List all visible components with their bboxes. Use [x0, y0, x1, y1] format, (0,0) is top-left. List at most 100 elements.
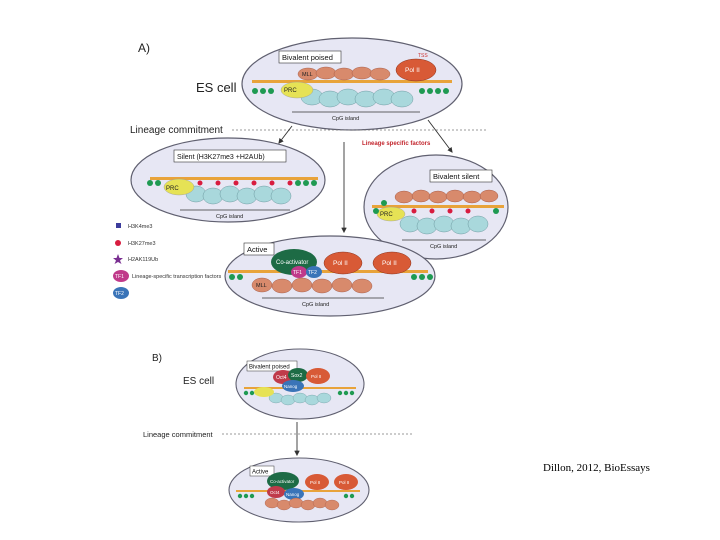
tf2-legend-swatch	[113, 287, 129, 299]
pol2-complex	[323, 251, 363, 275]
nucleosome-row	[300, 88, 414, 108]
tf1-protein	[291, 266, 307, 278]
panel-b-label: B)	[152, 353, 162, 364]
pol2-label-b-2: Pol II	[339, 480, 349, 485]
pol2-label: Pol II	[405, 67, 420, 74]
nanog-protein	[282, 380, 304, 392]
coactivator-label: Co-activator	[276, 260, 308, 266]
tf1-legend-text: TF1	[115, 274, 124, 280]
lineage-factors-label: Lineage specific factors	[362, 141, 431, 147]
coactivator-b	[267, 472, 299, 490]
coactivator-label-b: Co-activator	[270, 479, 295, 484]
state-label-bivalent-poised: Bivalent poised	[282, 53, 333, 62]
state-label-bivalent-poised-b: Bivalent poised	[249, 365, 290, 371]
h3k27-markers	[197, 180, 293, 186]
prc-complex	[280, 81, 314, 99]
h2a-legend-label: H2AK119Ub	[128, 257, 158, 263]
state-label-box	[278, 50, 342, 64]
tf2-legend-text: TF2	[115, 291, 124, 297]
prc-label: PRC	[380, 212, 393, 218]
tss-label: TSS	[418, 53, 428, 59]
tf2-label: TF2	[308, 270, 317, 276]
nucleosome-row	[185, 185, 292, 205]
es-cell-label-a: ES cell	[196, 80, 237, 95]
es-cell-label-b: ES cell	[183, 376, 214, 387]
state-label-box	[243, 242, 275, 256]
mll-row	[264, 497, 340, 511]
mll-row	[394, 189, 499, 204]
coactivator	[271, 249, 317, 275]
mll-label: MLL	[302, 72, 313, 78]
state-label-active: Active	[247, 245, 267, 254]
sox2-protein	[288, 368, 308, 382]
state-label-box	[429, 169, 493, 183]
oct4-protein-b	[267, 486, 285, 498]
prc-complex	[254, 387, 274, 397]
state-label-active-b: Active	[252, 470, 269, 476]
state-label-silent: Silent (H3K27me3 +H2AUb)	[177, 154, 265, 161]
dna-strand	[150, 177, 318, 180]
pol2-complex	[306, 368, 330, 384]
pol2-label-b: Pol II	[310, 480, 320, 485]
arrow-to-silent	[278, 125, 293, 144]
h3k27-markers	[411, 208, 471, 214]
oct4-protein	[273, 370, 293, 384]
pol2-complex	[395, 58, 437, 82]
h3k4-legend-label: H3K4me3	[128, 224, 152, 230]
active-cell-b: Active Co-activator Oct4 Nanog Pol II Po…	[228, 457, 370, 523]
state-label-bivalent-silent: Bivalent silent	[433, 172, 480, 181]
pol2-label: Pol II	[311, 374, 321, 379]
silent-cell: Silent (H3K27me3 +H2AUb) PRC CpG island	[130, 137, 326, 223]
tf1-label: TF1	[293, 270, 302, 276]
mll-label: MLL	[256, 283, 267, 289]
panel-a-label: A)	[138, 41, 150, 55]
prc-complex	[163, 178, 195, 196]
oct4-label: Oct4	[276, 375, 287, 381]
h3k4-legend-swatch	[116, 223, 121, 228]
bivalent-silent-cell: Bivalent silent PRC CpG island	[363, 154, 509, 260]
chain-beads	[373, 200, 499, 214]
dna-strand	[372, 205, 504, 208]
arrow-to-bivalent-silent	[427, 119, 453, 153]
sox2-label: Sox2	[291, 373, 303, 379]
pol2-complex-2	[372, 251, 412, 275]
tf1-legend-swatch	[113, 270, 129, 282]
chain-beads	[252, 88, 449, 94]
state-label-box	[246, 360, 298, 372]
pol2-complex-b-2	[334, 474, 358, 490]
pol2-label: Pol II	[333, 260, 348, 267]
state-label-box	[249, 465, 275, 477]
chain-beads	[237, 493, 355, 499]
cpg-label: CpG island	[216, 214, 243, 220]
pol2-complex-b	[305, 474, 329, 490]
legend: H3K4me3 H3K27me3 H2AK119Ub TF1 TF2 Linea…	[113, 223, 222, 299]
nucleosome-row	[268, 392, 332, 406]
citation: Dillon, 2012, BioEssays	[543, 462, 650, 474]
dna-strand	[252, 80, 452, 83]
lineage-commitment-label-b: Lineage commitment	[143, 430, 214, 439]
prc-complex	[376, 206, 406, 222]
lineage-commitment-label-a: Lineage commitment	[130, 125, 223, 136]
nanog-label-b: Nanog	[286, 492, 300, 497]
nanog-label: Nanog	[284, 384, 298, 389]
mll-row	[251, 277, 373, 294]
cpg-label: CpG island	[332, 116, 359, 122]
prc-label: PRC	[166, 186, 179, 192]
es-cell-bivalent-poised: Bivalent poised TSS MLL PRC Pol II CpG i…	[241, 37, 463, 131]
nanog-protein-b	[284, 488, 304, 500]
chain-beads	[243, 390, 355, 396]
mll-row	[297, 66, 391, 81]
prc-label: PRC	[284, 88, 297, 94]
pol2-label-2: Pol II	[382, 260, 397, 267]
h3k27-legend-swatch	[115, 240, 121, 246]
chain-beads	[229, 274, 433, 280]
cpg-label: CpG island	[430, 244, 457, 250]
es-cell-b: Bivalent poised Oct4 Sox2 Nanog Pol II	[235, 348, 365, 420]
h3k27-legend-label: H3K27me3	[128, 241, 156, 247]
h2a-legend-swatch	[113, 254, 123, 264]
cpg-label: CpG island	[302, 302, 329, 308]
chain-beads	[147, 180, 317, 186]
dna-strand	[228, 270, 428, 273]
nucleosome-row	[399, 215, 489, 235]
